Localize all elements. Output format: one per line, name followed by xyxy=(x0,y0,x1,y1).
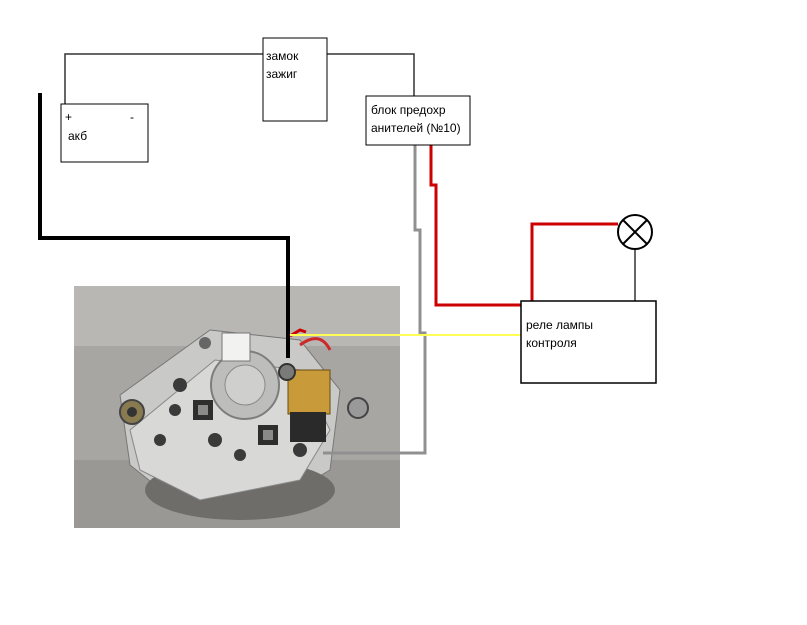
wire-ignition-to-fuse xyxy=(327,53,415,96)
fuse-block-line2: анителей (№10) xyxy=(371,121,461,135)
relay-box xyxy=(520,300,657,384)
fuse-block-line1: блок предохр xyxy=(371,103,446,117)
fuse-block-box xyxy=(365,95,471,146)
battery-box xyxy=(60,103,149,163)
wire-fuse-to-alternator-gray xyxy=(323,145,427,455)
wire-relay-to-lamp-red xyxy=(530,222,618,301)
ignition-switch-line1: замок xyxy=(266,49,299,63)
fuse-block: блок предохр анителей (№10) xyxy=(365,95,471,146)
wire-ground-thick xyxy=(38,93,290,358)
relay-line2: контроля xyxy=(526,336,577,350)
alternator-photo xyxy=(74,286,400,528)
battery-plus-label: + xyxy=(65,110,72,124)
wire-battery-to-ignition xyxy=(64,53,263,104)
thin-wires xyxy=(64,53,636,301)
battery-minus-label: - xyxy=(130,110,134,124)
battery-block: + - акб xyxy=(60,103,149,163)
battery-label: акб xyxy=(68,129,87,143)
ignition-switch-line2: зажиг xyxy=(266,67,298,81)
relay-line1: реле лампы xyxy=(526,318,593,332)
relay-block: реле лампы контроля xyxy=(520,300,657,384)
warning-lamp-icon xyxy=(617,214,653,250)
wire-fuse-to-relay-red xyxy=(429,145,521,307)
ignition-switch-box xyxy=(262,37,328,122)
ignition-switch-block: замок зажиг xyxy=(262,37,328,122)
